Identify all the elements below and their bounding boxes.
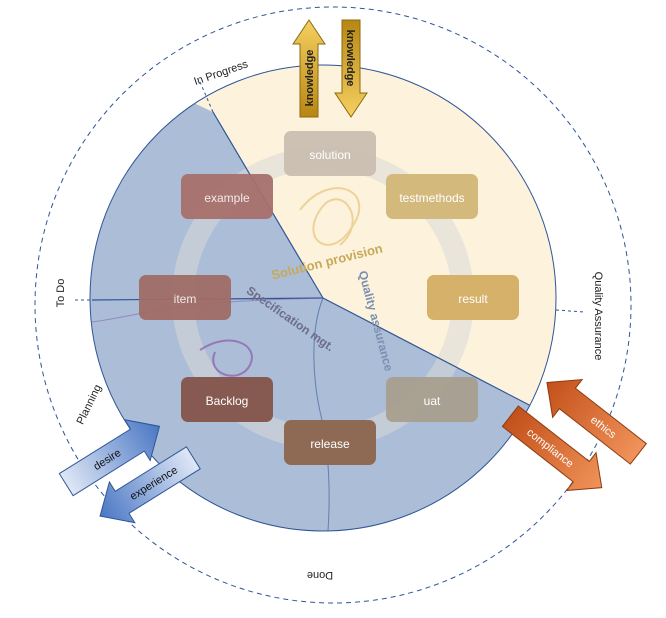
box-example-label: example (204, 191, 250, 205)
watermark-squiggle-purple (199, 339, 253, 377)
box-backlog-label: Backlog (206, 394, 249, 408)
watermark-squiggle-gold (299, 187, 361, 246)
box-uat[interactable]: uat (386, 377, 478, 422)
box-release[interactable]: release (284, 420, 376, 465)
divider-done (313, 297, 330, 531)
ring-label-done: Done (307, 569, 333, 581)
box-backlog[interactable]: Backlog (181, 377, 273, 422)
box-release-label: release (310, 437, 350, 451)
outer-dashed-ring (34, 6, 632, 604)
box-example[interactable]: example (181, 174, 273, 219)
box-result[interactable]: result (427, 275, 519, 320)
divider-quality-assurance (322, 297, 536, 409)
knowledge-down-label: knowledge (344, 30, 356, 87)
box-item-label: item (174, 292, 197, 306)
blue-sector (90, 65, 556, 531)
box-solution[interactable]: solution (284, 131, 376, 176)
box-item[interactable]: item (139, 275, 231, 320)
ring-label-planning: Planning (75, 383, 105, 427)
box-solution-label: solution (309, 148, 350, 162)
box-uat-label: uat (424, 394, 441, 408)
knowledge-up-label: knowledge (304, 50, 316, 107)
box-testmethods[interactable]: testmethods (386, 174, 478, 219)
main-circle-border (89, 64, 557, 532)
box-testmethods-label: testmethods (399, 191, 464, 205)
ring-label-quality-assurance: Quality Assurance (592, 272, 604, 361)
leader-quality-assurance (555, 309, 585, 313)
ring-label-to-do: To Do (55, 279, 67, 308)
knowledge-up-arrow: knowledge (292, 19, 326, 118)
knowledge-down-arrow: knowledge (334, 19, 368, 118)
box-result-label: result (458, 292, 488, 306)
